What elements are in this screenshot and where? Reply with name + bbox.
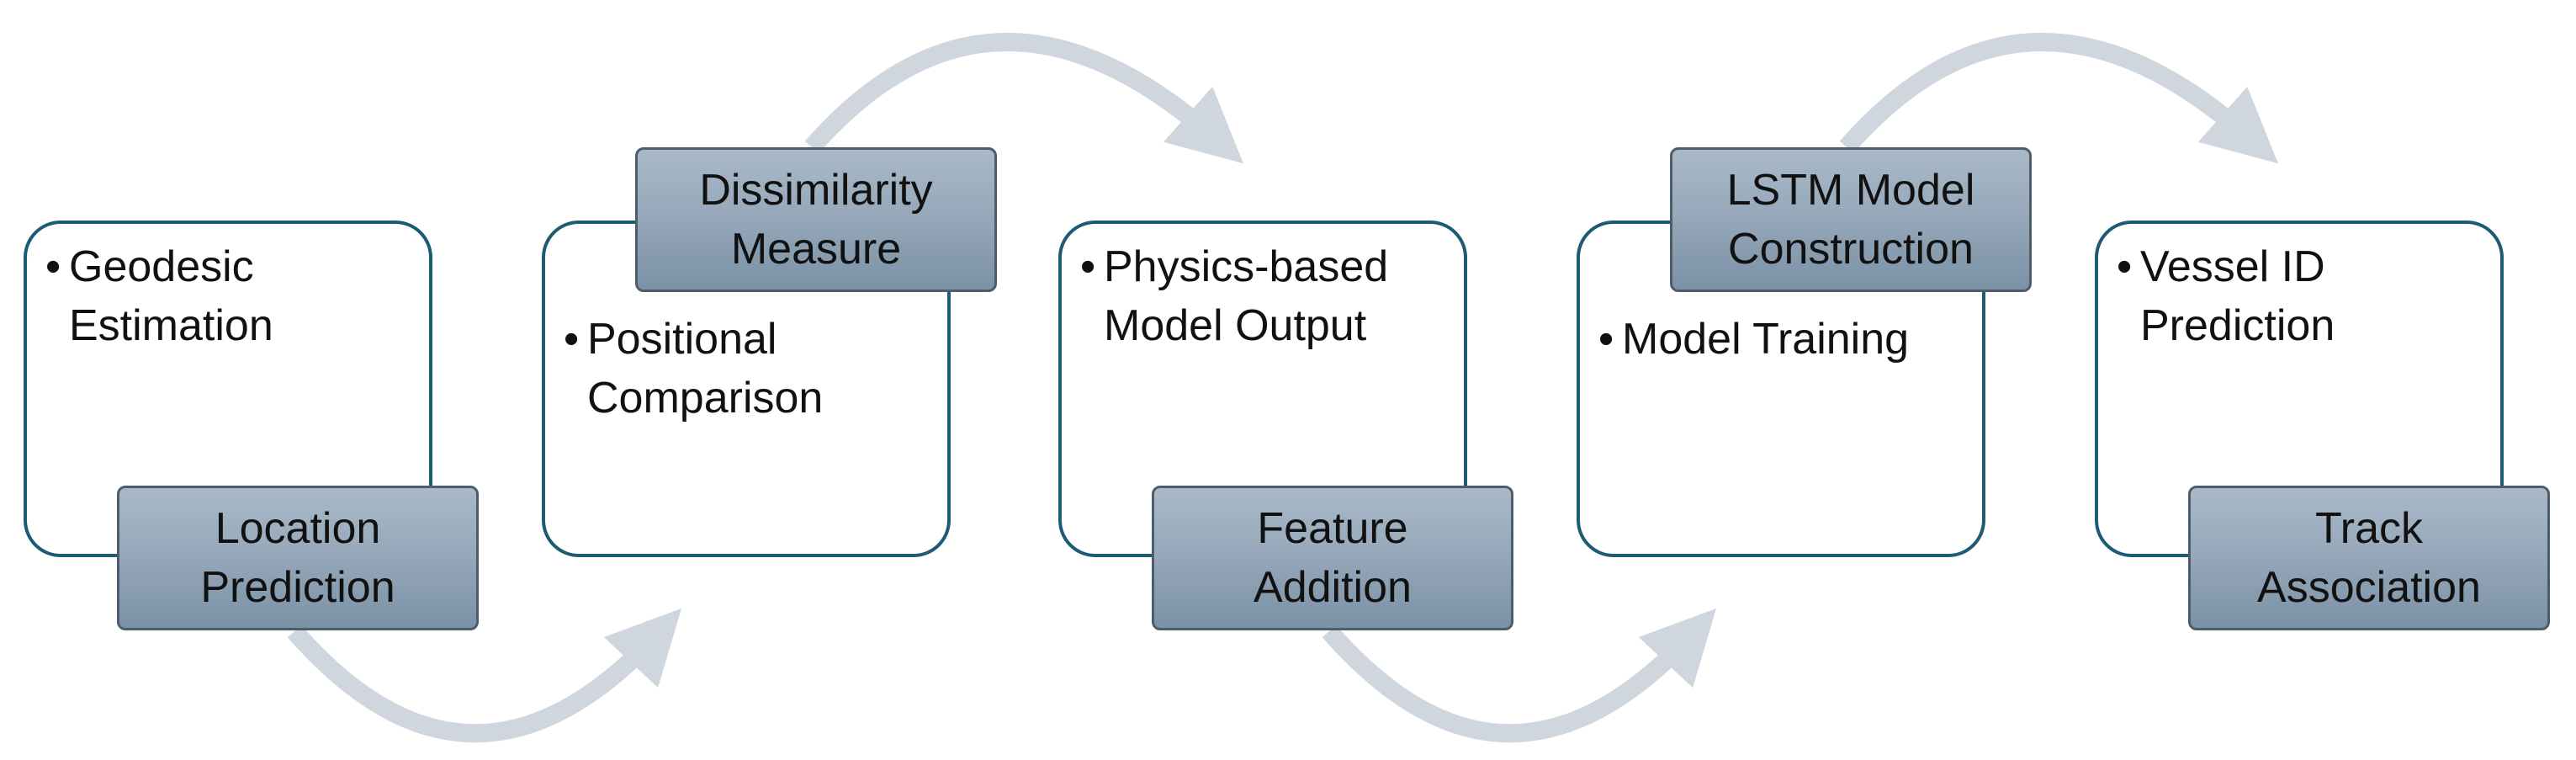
arrow-2-to-3 bbox=[804, 32, 1243, 164]
step-1-box: •Geodesic Estimation bbox=[24, 221, 432, 557]
step-5-bullet-line-2: Prediction bbox=[2140, 301, 2335, 350]
step-1-label: Location Prediction bbox=[117, 486, 479, 630]
bullet-dot: • bbox=[45, 242, 61, 291]
bullet-dot: • bbox=[1598, 315, 1614, 364]
step-2-bullet-line-2: Comparison bbox=[587, 374, 824, 423]
step-2-label-line-2: Measure bbox=[730, 225, 902, 274]
arrow-1-to-2 bbox=[287, 608, 682, 743]
step-1-bullet: •Geodesic Estimation bbox=[45, 237, 424, 355]
bullet-dot: • bbox=[1080, 242, 1096, 291]
step-2-label-line-1: Dissimilarity bbox=[699, 166, 933, 215]
step-3-label: Feature Addition bbox=[1152, 486, 1513, 630]
step-2-bullet-line-1: Positional bbox=[587, 315, 777, 364]
step-3-label-line-1: Feature bbox=[1257, 504, 1408, 553]
arrow-3-to-4 bbox=[1322, 608, 1717, 743]
step-3-bullet-line-2: Model Output bbox=[1104, 301, 1367, 350]
step-2-label: Dissimilarity Measure bbox=[635, 147, 997, 292]
step-2-bullet: •Positional Comparison bbox=[564, 310, 942, 428]
step-3-bullet: •Physics-based Model Output bbox=[1080, 237, 1459, 355]
bullet-dot: • bbox=[564, 315, 580, 364]
step-5-bullet-line-1: Vessel ID bbox=[2140, 242, 2325, 291]
step-4-bullet-line-1: Model Training bbox=[1622, 315, 1910, 364]
step-4-bullet: •Model Training bbox=[1598, 310, 1977, 369]
step-5-bullet: •Vessel ID Prediction bbox=[2117, 237, 2495, 355]
step-3-label-line-2: Addition bbox=[1254, 563, 1412, 612]
step-5-label-line-2: Association bbox=[2257, 563, 2481, 612]
arrow-4-to-5 bbox=[1839, 32, 2278, 164]
step-1-bullet-line-2: Estimation bbox=[69, 301, 273, 350]
step-3-bullet-line-1: Physics-based bbox=[1104, 242, 1389, 291]
step-1-label-line-1: Location bbox=[215, 504, 381, 553]
step-1-label-line-2: Prediction bbox=[200, 563, 395, 612]
step-4-label-line-2: Construction bbox=[1728, 225, 1974, 274]
step-4-label: LSTM Model Construction bbox=[1670, 147, 2032, 292]
step-5-label-line-1: Track bbox=[2314, 504, 2424, 553]
step-5-label: Track Association bbox=[2188, 486, 2550, 630]
step-1-bullet-line-1: Geodesic bbox=[69, 242, 254, 291]
step-4-label-line-1: LSTM Model bbox=[1726, 166, 1975, 215]
bullet-dot: • bbox=[2117, 242, 2133, 291]
